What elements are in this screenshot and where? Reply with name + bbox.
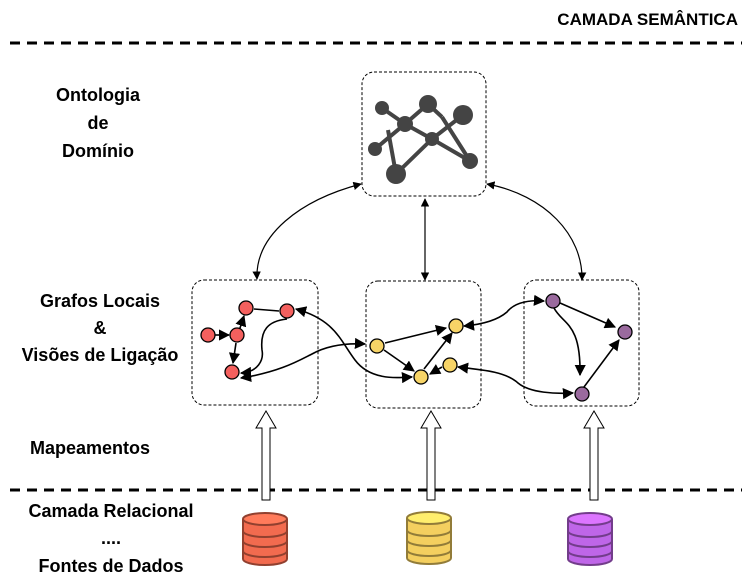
link-views [239, 294, 575, 400]
mapping-arrows [255, 410, 605, 501]
svg-text:....: .... [101, 528, 121, 548]
graph-2-nodes [369, 318, 464, 385]
mapping-arrow-2 [420, 410, 442, 501]
database-icon-3 [567, 512, 613, 566]
graph-1-edges [214, 308, 288, 378]
database-icon-2 [406, 511, 452, 565]
ontology-box [361, 71, 487, 197]
svg-text:Domínio: Domínio [62, 141, 134, 161]
header-title: CAMADA SEMÂNTICA [557, 10, 738, 29]
local-graph-box-3 [523, 279, 640, 407]
graph-3-nodes [545, 293, 633, 402]
svg-text:&: & [94, 318, 107, 338]
database-icon-1 [242, 512, 288, 566]
graph-3-edges [553, 302, 620, 388]
svg-text:Camada Relacional: Camada Relacional [28, 501, 193, 521]
local-graph-box-1 [191, 279, 319, 406]
relational-label: Camada Relacional .... Fontes de Dados [28, 501, 193, 576]
svg-text:Ontologia: Ontologia [56, 85, 141, 105]
svg-text:Visões de Ligação: Visões de Ligação [22, 345, 179, 365]
mappings-label: Mapeamentos [30, 438, 150, 458]
svg-text:Grafos Locais: Grafos Locais [40, 291, 160, 311]
ontology-label: Ontologia de Domínio [56, 85, 141, 161]
svg-text:Fontes de Dados: Fontes de Dados [38, 556, 183, 576]
graphs-label: Grafos Locais & Visões de Ligação [22, 291, 179, 365]
mapping-arrow-3 [583, 410, 605, 501]
svg-text:de: de [87, 113, 108, 133]
ontology-links [252, 181, 587, 281]
mapping-arrow-1 [255, 410, 277, 501]
graph-1-nodes [200, 300, 295, 380]
graph-2-edges [383, 324, 453, 375]
ontology-nodes [368, 95, 478, 184]
